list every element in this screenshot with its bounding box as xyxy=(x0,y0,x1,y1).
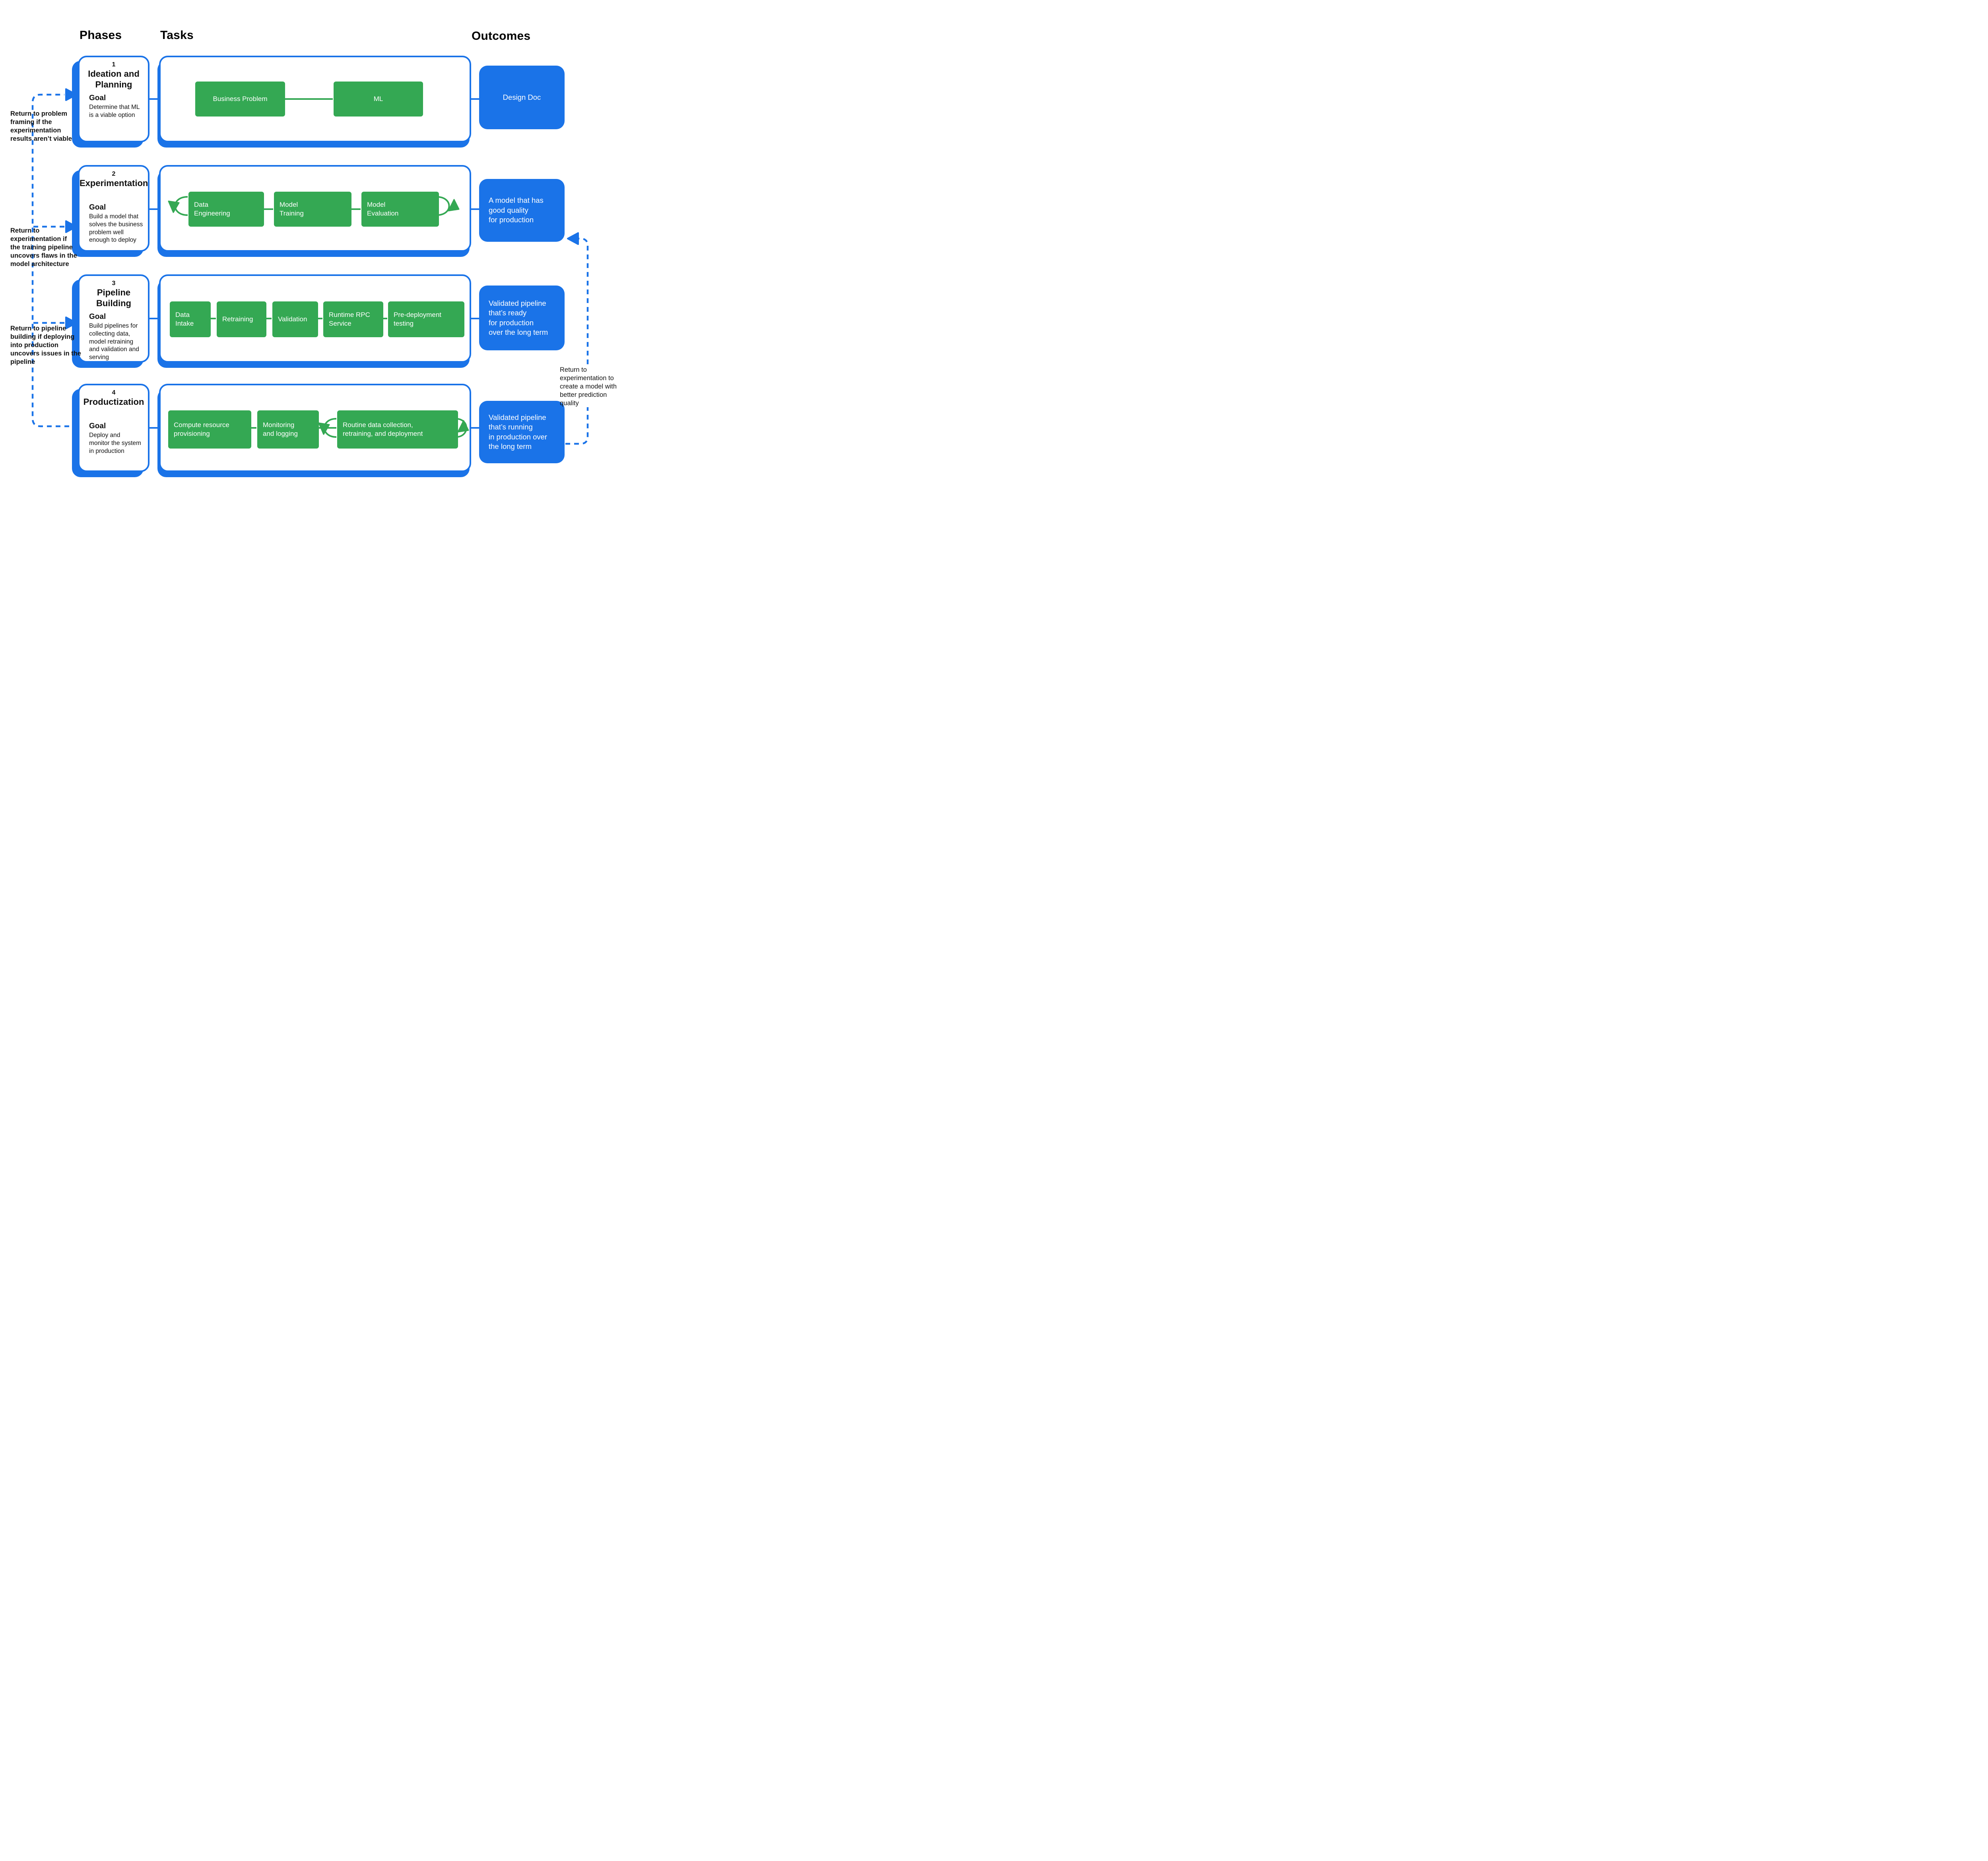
phase-number: 4 xyxy=(112,389,116,396)
goal-label: Goal xyxy=(89,203,106,212)
task-box-data-engineering: Data Engineering xyxy=(188,192,264,227)
task-box-pre-deployment-testing: Pre-deployment testing xyxy=(388,301,464,337)
task-box-monitoring-and-logging: Monitoring and logging xyxy=(257,410,319,449)
phase-title: Pipeline Building xyxy=(96,288,131,308)
goal-label: Goal xyxy=(89,313,106,321)
annotation-return-experimentation: Return to experimentation if the trainin… xyxy=(10,227,77,268)
phase-number: 2 xyxy=(112,171,116,177)
task-box-validation: Validation xyxy=(272,301,318,337)
column-header-phases: Phases xyxy=(80,29,122,42)
phase-title: Productization xyxy=(83,397,144,407)
column-header-outcomes: Outcomes xyxy=(472,29,531,43)
task-box-routine-data-collection: Routine data collection, retraining, and… xyxy=(337,410,458,449)
task-box-business-problem: Business Problem xyxy=(195,82,285,117)
goal-label: Goal xyxy=(89,422,106,430)
outcome-card-validated-pipeline-running: Validated pipeline that’s running in pro… xyxy=(479,401,565,463)
annotation-return-pipeline-building: Return to pipeline building if deploying… xyxy=(10,325,81,366)
goal-text: Deploy and monitor the system in product… xyxy=(89,432,141,455)
annotation-return-problem-framing: Return to problem framing if the experim… xyxy=(10,110,72,143)
outcome-card-quality-model: A model that has good quality for produc… xyxy=(479,179,565,242)
column-header-tasks: Tasks xyxy=(160,29,194,42)
outcome-card-design-doc: Design Doc xyxy=(479,66,565,129)
phase-card-pipeline-building: 3 Pipeline Building Goal Build pipelines… xyxy=(78,274,149,363)
outcome-card-validated-pipeline-ready: Validated pipeline that’s ready for prod… xyxy=(479,286,565,350)
tasks-panel-row4: Compute resource provisioning Monitoring… xyxy=(159,384,471,472)
feedback-path-right-upper xyxy=(577,237,589,364)
phase-number: 1 xyxy=(112,61,116,68)
arrow-left-icon xyxy=(567,232,579,245)
task-box-model-evaluation: Model Evaluation xyxy=(361,192,439,227)
arrow-right-icon xyxy=(65,88,77,101)
phase-number: 3 xyxy=(112,280,116,287)
task-box-runtime-rpc-service: Runtime RPC Service xyxy=(323,301,383,337)
phase-card-ideation: 1 Ideation and Planning Goal Determine t… xyxy=(78,56,149,142)
feedback-path-right-lower xyxy=(565,407,589,445)
task-box-data-intake: Data Intake xyxy=(170,301,211,337)
goal-text: Build a model that solves the business p… xyxy=(89,213,143,244)
ml-workflow-diagram: Phases Tasks Outcomes Business Problem M… xyxy=(0,0,623,514)
task-box-ml: ML xyxy=(334,82,423,117)
tasks-panel-row3: Data Intake Retraining Validation Runtim… xyxy=(159,274,471,363)
task-box-compute-resource-provisioning: Compute resource provisioning xyxy=(168,410,251,449)
task-box-retraining: Retraining xyxy=(217,301,266,337)
phase-card-experimentation: 2 Experimentation Goal Build a model tha… xyxy=(78,165,149,252)
goal-text: Build pipelines for collecting data, mod… xyxy=(89,322,139,361)
tasks-panel-row2: Data Engineering Model Training Model Ev… xyxy=(159,165,471,252)
task-box-model-training: Model Training xyxy=(274,192,351,227)
phase-card-productization: 4 Productization Goal Deploy and monitor… xyxy=(78,384,149,472)
tasks-panel-row1: Business Problem ML xyxy=(159,56,471,142)
goal-label: Goal xyxy=(89,94,106,102)
annotation-return-experimentation-quality: Return to experimentation to create a mo… xyxy=(560,366,617,407)
phase-title: Ideation and Planning xyxy=(88,69,140,89)
phase-title: Experimentation xyxy=(80,178,148,188)
goal-text: Determine that ML is a viable option xyxy=(89,104,140,118)
